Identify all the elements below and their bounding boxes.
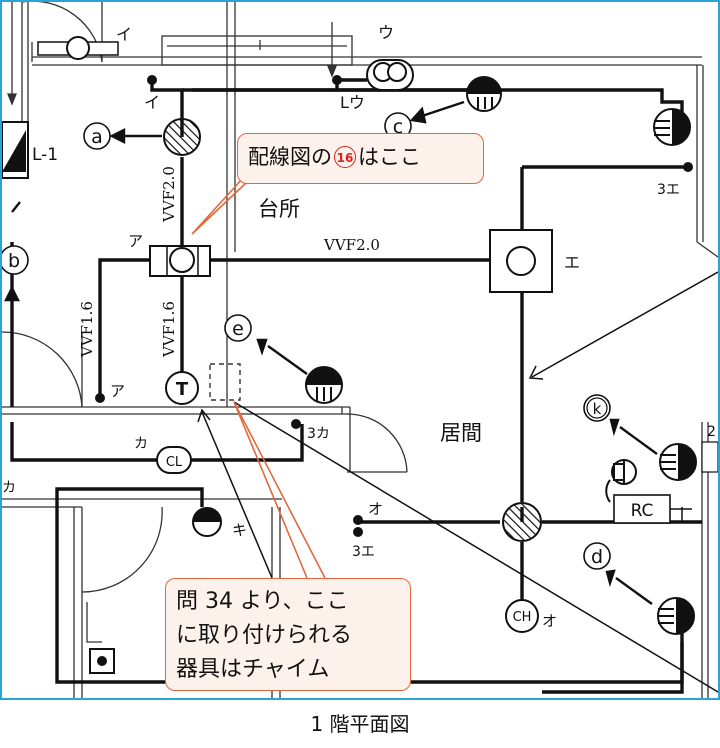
label-i: イ bbox=[144, 93, 160, 112]
wiring-lines bbox=[10, 78, 702, 694]
label-e-box: エ bbox=[564, 253, 580, 272]
floor-plan-diagram: a c b e k d T CL CH RC イ イ ウ Lウ L-1 ア ア … bbox=[2, 2, 718, 698]
ceiling-light-cl-label: CL bbox=[166, 455, 183, 470]
outlet-e bbox=[305, 366, 343, 404]
label-ki: キ bbox=[232, 521, 247, 539]
callout-2-line1: 問 34 より、ここ bbox=[176, 589, 349, 614]
label-a-box: ア bbox=[128, 232, 143, 250]
fluorescent-light-i bbox=[37, 36, 119, 60]
junction-box-top bbox=[163, 118, 201, 156]
outlet-ki bbox=[192, 507, 222, 537]
callout-1-prefix: 配線図の bbox=[248, 145, 332, 169]
chandelier-ch-shape bbox=[505, 599, 539, 633]
cable-vvf16-vertical-right: VVF1.6 bbox=[160, 301, 178, 358]
cable-vvf16-vertical-left: VVF1.6 bbox=[78, 301, 96, 358]
label-two: 2 bbox=[707, 424, 716, 440]
letter-circles bbox=[2, 112, 611, 570]
label-l1: L-1 bbox=[32, 145, 58, 165]
outlet-k bbox=[659, 443, 697, 481]
label-3ka: 3カ bbox=[307, 426, 330, 442]
floor-plan-frame: a c b e k d T CL CH RC イ イ ウ Lウ L-1 ア ア … bbox=[0, 0, 720, 700]
dimension-arrows bbox=[7, 2, 337, 106]
label-ka: カ bbox=[134, 436, 148, 452]
t-arrow bbox=[197, 408, 273, 579]
cable-vvf20-vertical: VVF2.0 bbox=[160, 166, 178, 223]
outlet-d bbox=[657, 597, 695, 635]
label-lu: Lウ bbox=[340, 93, 365, 112]
room-living-label: 居間 bbox=[440, 421, 482, 445]
label-ka-left: カ bbox=[2, 480, 16, 496]
switch-box-a bbox=[149, 245, 211, 277]
chime-location-box bbox=[209, 363, 241, 401]
label-3e-bottom: 3エ bbox=[352, 544, 375, 560]
indicator-arrows bbox=[4, 100, 658, 605]
symbol-b-label: b bbox=[8, 250, 20, 272]
walls bbox=[2, 2, 718, 698]
callout-2-line3: 器具はチャイム bbox=[176, 657, 330, 682]
earth-outlet bbox=[605, 459, 637, 503]
ceiling-light-cl-shape bbox=[156, 446, 192, 474]
room-kitchen-label: 台所 bbox=[258, 197, 300, 221]
callout-pointers bbox=[191, 176, 326, 579]
outlet-c bbox=[466, 76, 502, 112]
callout-1-number: 16 bbox=[334, 146, 356, 168]
remote-control-label: RC bbox=[631, 501, 654, 521]
label-o: オ bbox=[368, 500, 383, 518]
label-i-top: イ bbox=[116, 25, 132, 44]
callout-1-suffix: はここ bbox=[358, 145, 421, 169]
timer-switch-t bbox=[165, 371, 199, 405]
label-a-switch: ア bbox=[110, 382, 125, 400]
symbol-k-label: k bbox=[593, 400, 602, 418]
symbol-a-label: a bbox=[91, 126, 103, 148]
outlet-right-top bbox=[653, 108, 691, 146]
cable-vvf20-horizontal: VVF2.0 bbox=[323, 236, 380, 254]
symbol-c-label: c bbox=[393, 116, 403, 138]
ceiling-box-e bbox=[489, 229, 553, 293]
remote-control-box bbox=[613, 441, 718, 524]
timer-t-label: T bbox=[176, 379, 189, 400]
label-o-ch: オ bbox=[542, 612, 557, 630]
distribution-panel-l1 bbox=[2, 121, 29, 179]
junction-dots bbox=[95, 75, 693, 537]
callout-2-line2: に取り付けられる bbox=[176, 623, 353, 648]
question-callout: 問 34 より、ここ に取り付けられる 器具はチャイム bbox=[165, 578, 411, 691]
outlet-box-bottom bbox=[89, 648, 115, 674]
junction-box-living bbox=[502, 502, 542, 542]
symbol-d-label: d bbox=[591, 546, 603, 568]
light-fixture-u bbox=[366, 59, 414, 91]
label-3e-top: 3エ bbox=[657, 182, 680, 198]
figure-caption: 1 階平面図 bbox=[310, 712, 410, 736]
label-u: ウ bbox=[378, 23, 394, 42]
symbol-e-label: e bbox=[232, 318, 244, 340]
chandelier-ch-label: CH bbox=[513, 610, 532, 625]
diagonal-lines bbox=[233, 271, 718, 693]
